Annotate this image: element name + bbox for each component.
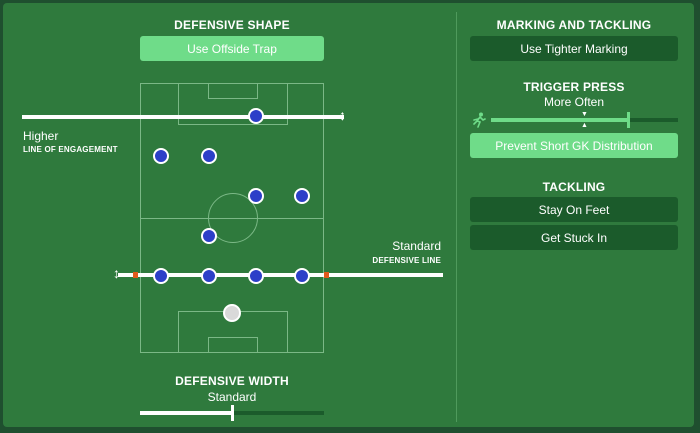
defensive-width-level: Standard <box>207 390 257 404</box>
default-marker-icon: ▲ <box>581 122 588 129</box>
width-slider-fill <box>140 411 232 415</box>
press-slider-fill <box>491 118 628 122</box>
trigger-press-title: TRIGGER PRESS <box>523 80 625 94</box>
engagement-caption: LINE OF ENGAGEMENT <box>23 145 118 154</box>
player-def-2 <box>201 268 217 284</box>
player-left-am <box>153 148 169 164</box>
double-arrow-icon[interactable]: ↕ <box>339 107 346 123</box>
panel-divider <box>456 12 457 422</box>
width-slider-track[interactable] <box>140 405 324 421</box>
top-goal-box <box>208 83 258 99</box>
engagement-line[interactable] <box>22 115 344 119</box>
player-dm <box>201 228 217 244</box>
marking-title: MARKING AND TACKLING <box>496 18 652 32</box>
trigger-press-level: More Often <box>543 95 605 109</box>
engagement-level: Higher <box>23 129 59 143</box>
stay-on-feet-button[interactable]: Stay On Feet <box>470 197 678 222</box>
defensive-line[interactable] <box>118 273 443 277</box>
double-arrow-icon[interactable]: ↕ <box>113 265 120 281</box>
center-circle <box>208 193 258 243</box>
offside-trap-button[interactable]: Use Offside Trap <box>140 36 324 61</box>
player-def-3 <box>248 268 264 284</box>
tackling-title: TACKLING <box>542 180 606 194</box>
press-slider-track[interactable]: ▼ ▲ <box>491 111 678 129</box>
width-slider-handle[interactable] <box>231 405 234 421</box>
player-def-4 <box>294 268 310 284</box>
press-slider-handle[interactable] <box>627 112 630 128</box>
defensive-width-title: DEFENSIVE WIDTH <box>175 374 289 388</box>
offside-flag-icon <box>133 272 138 278</box>
offside-flag-icon <box>324 272 329 278</box>
player-def-1 <box>153 268 169 284</box>
prevent-short-gk-button[interactable]: Prevent Short GK Distribution <box>470 133 678 158</box>
default-marker-icon: ▼ <box>581 111 588 118</box>
player-forward <box>248 108 264 124</box>
bottom-goal-box <box>208 337 258 353</box>
defensive-shape-title: DEFENSIVE SHAPE <box>174 18 290 32</box>
get-stuck-in-button[interactable]: Get Stuck In <box>470 225 678 250</box>
defensive-line-caption: DEFENSIVE LINE <box>372 256 441 265</box>
player-cm-right <box>294 188 310 204</box>
player-goalkeeper <box>223 304 241 322</box>
player-right-am <box>201 148 217 164</box>
player-cm-left <box>248 188 264 204</box>
tighter-marking-button[interactable]: Use Tighter Marking <box>470 36 678 61</box>
defensive-line-level: Standard <box>392 239 441 253</box>
runner-icon <box>472 112 486 128</box>
